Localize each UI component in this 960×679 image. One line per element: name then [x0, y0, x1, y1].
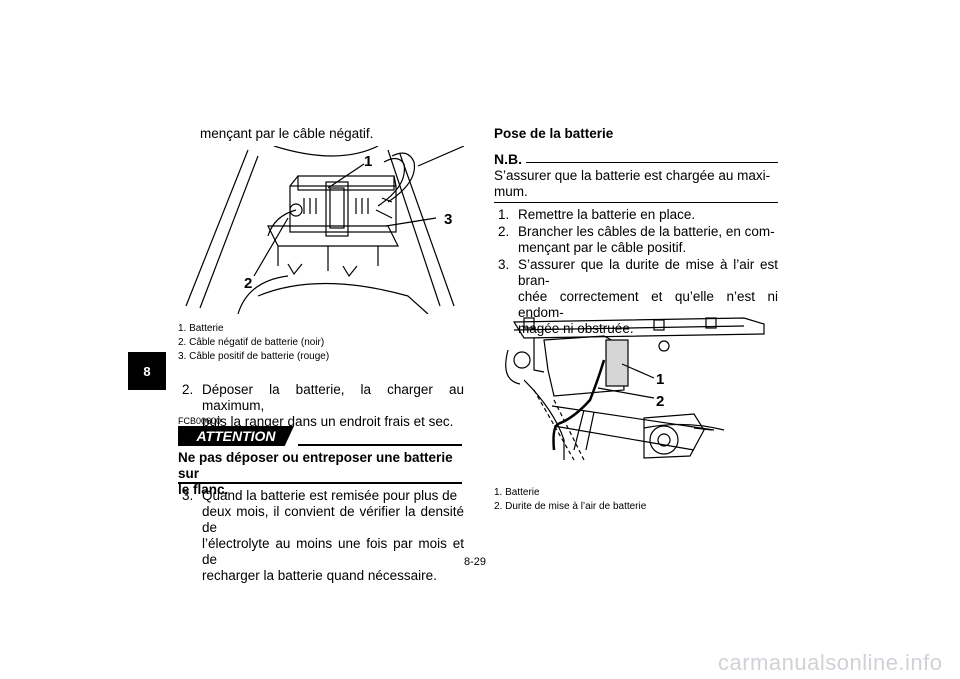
step-text: Quand la batterie est remisée pour plus …: [202, 488, 458, 503]
figure2-caption: 1. Batterie: [494, 487, 540, 498]
figure2-callout-1: 1: [656, 371, 664, 388]
attention-code: FCB00600: [178, 416, 222, 426]
attention-bottom-rule: [178, 482, 462, 484]
nb-line: S’assurer que la batterie est chargée au…: [494, 168, 771, 183]
step-text: Déposer la batterie, la charger au maxim…: [202, 382, 464, 413]
nb-rule: [526, 162, 778, 163]
attention-line: Ne pas déposer ou entreposer une batteri…: [178, 450, 453, 481]
attention-rule: [298, 444, 462, 446]
watermark: carmanualsonline.info: [718, 650, 943, 675]
step-3: 3. Quand la batterie est remisée pour pl…: [182, 488, 464, 583]
step-number: 1.: [498, 207, 510, 222]
step-number: 3.: [182, 488, 194, 503]
step-text: puis la ranger dans un endroit frais et …: [202, 414, 454, 429]
attention-label: ATTENTION: [178, 426, 294, 446]
figure2-captions: 1. Batterie 2. Durite de mise à l’air de…: [494, 486, 646, 514]
step-text: deux mois, il convient de vérifier la de…: [202, 504, 464, 535]
step-text: S’assurer que la durite de mise à l’air …: [518, 257, 778, 288]
battery-removal-illustration: 1 2 3: [185, 146, 464, 314]
step-number: 2.: [498, 224, 510, 239]
step-3: 3. S’assurer que la durite de mise à l’a…: [498, 257, 778, 336]
figure1-caption: 3. Câble positif de batterie (rouge): [178, 351, 330, 362]
intro-text: mençant par le câble négatif.: [200, 126, 374, 141]
step-text: l’électrolyte au moins une fois par mois…: [202, 536, 464, 567]
step-text: Remettre la batterie en place.: [518, 207, 696, 222]
page-number: 8-29: [464, 556, 487, 568]
nb-text: S’assurer que la batterie est chargée au…: [494, 168, 778, 200]
figure2-caption: 2. Durite de mise à l’air de batterie: [494, 501, 647, 512]
step-text: recharger la batterie quand nécessaire.: [202, 568, 437, 583]
figure1-caption: 1. Batterie: [178, 323, 224, 334]
section-title: Pose de la batterie: [494, 126, 614, 141]
figure2-callout-2: 2: [656, 393, 664, 410]
nb-line: mum.: [494, 184, 528, 199]
step-2: 2. Brancher les câbles de la batterie, e…: [498, 224, 778, 256]
step-2: 2. Déposer la batterie, la charger au ma…: [182, 382, 464, 429]
figure1-callout-1: 1: [364, 153, 372, 170]
step-text: chée correctement et qu’elle n’est ni en…: [518, 289, 778, 320]
step-number: 2.: [182, 382, 194, 397]
battery-breather-hose-illustration: 1 2: [505, 317, 765, 461]
figure1-callout-2: 2: [244, 275, 252, 292]
nb-bottom-rule: [494, 202, 778, 203]
step-text: Brancher les câbles de la batterie, en c…: [518, 224, 775, 239]
attention-line: le flanc.: [178, 482, 229, 497]
step-number: 3.: [498, 257, 510, 272]
chapter-tab: 8: [128, 352, 166, 390]
figure1-caption: 2. Câble négatif de batterie (noir): [178, 337, 325, 348]
step-text: mençant par le câble positif.: [518, 240, 687, 255]
figure1-captions: 1. Batterie 2. Câble négatif de batterie…: [178, 322, 329, 364]
figure1-callout-3: 3: [444, 211, 452, 228]
nb-label: N.B.: [494, 151, 522, 167]
attention-text: Ne pas déposer ou entreposer une batteri…: [178, 450, 464, 498]
step-1: 1. Remettre la batterie en place.: [498, 207, 778, 223]
